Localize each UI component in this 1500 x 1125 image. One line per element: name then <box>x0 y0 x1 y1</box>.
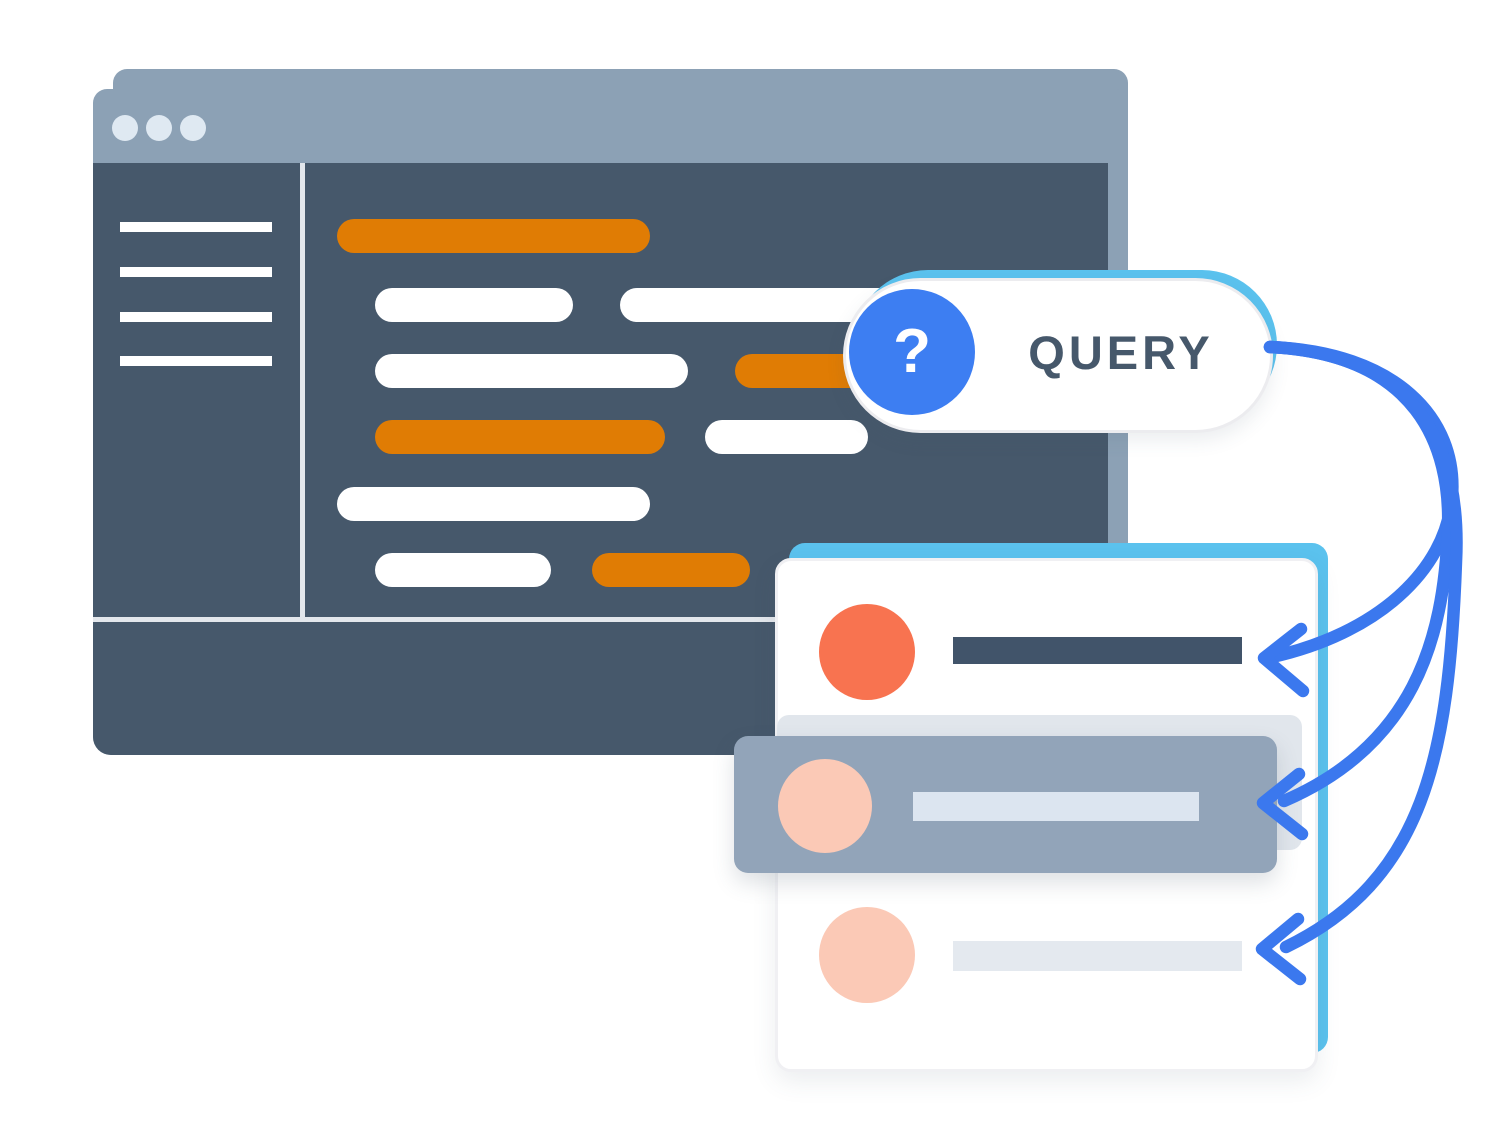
result-2-avatar <box>778 759 872 853</box>
code-bar-6-orange <box>375 420 665 454</box>
result-3-avatar <box>819 907 915 1003</box>
code-bar-9-white <box>375 553 551 587</box>
code-bar-1-orange <box>337 219 650 253</box>
code-bar-4-white <box>375 354 688 388</box>
window-dot-2[interactable] <box>146 115 172 141</box>
sidebar-line-4 <box>120 356 272 366</box>
result-3-text-bar <box>953 941 1242 971</box>
sidebar-line-2 <box>120 267 272 277</box>
code-bar-10-orange <box>592 553 750 587</box>
result-1-avatar <box>819 604 915 700</box>
code-bar-8-white <box>337 487 650 521</box>
result-2-text-bar <box>913 792 1199 821</box>
code-bar-7-white <box>705 420 868 454</box>
question-icon: ? <box>849 289 975 415</box>
window-dot-3[interactable] <box>180 115 206 141</box>
sidebar-line-1 <box>120 222 272 232</box>
code-bar-2-white <box>375 288 573 322</box>
window-dot-1[interactable] <box>112 115 138 141</box>
sidebar-line-3 <box>120 312 272 322</box>
sidebar-divider <box>300 163 305 617</box>
query-pill-label: QUERY <box>1028 326 1214 379</box>
statusbar-divider <box>93 617 1108 622</box>
result-1-text-bar <box>953 637 1242 664</box>
